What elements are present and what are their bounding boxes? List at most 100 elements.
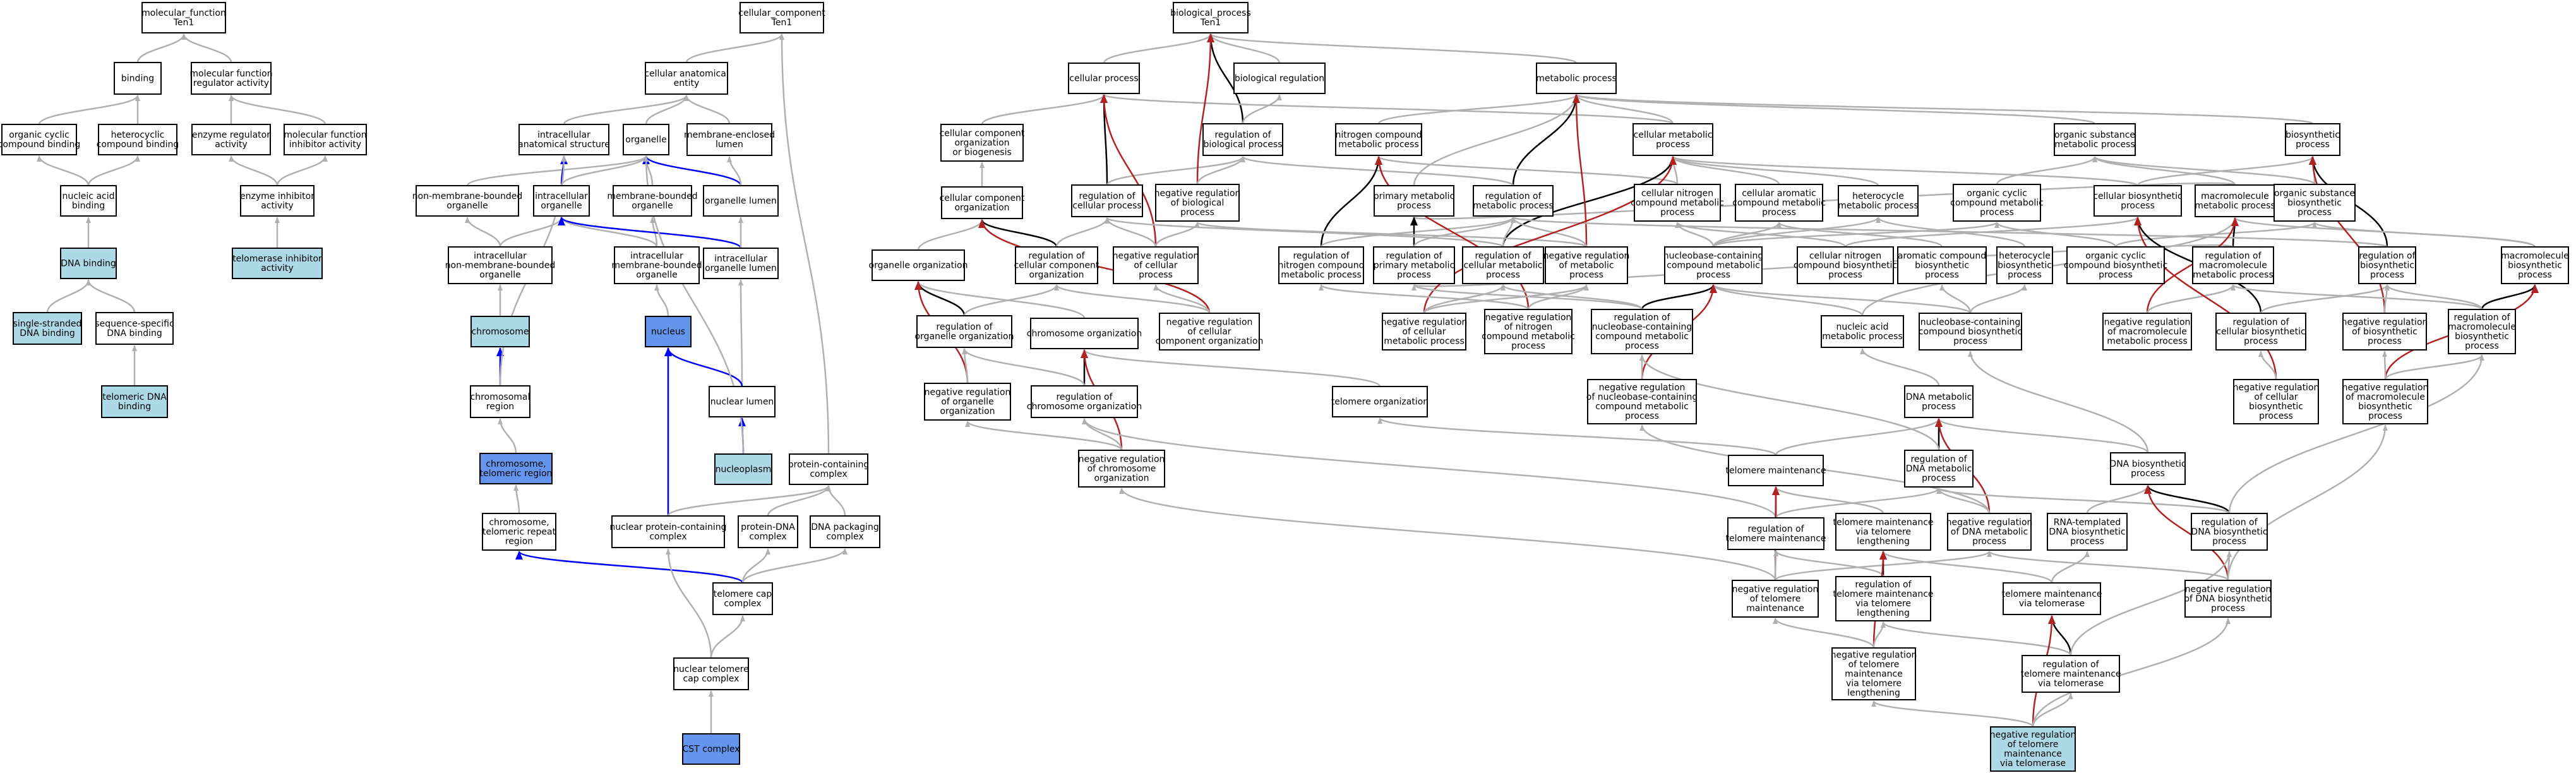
term-node-tm[interactable]: telomere maintenance xyxy=(1725,455,1826,486)
term-node-inmbo[interactable]: intracellularnon-membrane-boundedorganel… xyxy=(445,246,556,284)
term-node-binding[interactable]: binding xyxy=(114,62,162,95)
term-node-nl[interactable]: nuclear lumen xyxy=(709,386,776,417)
term-node-chrom[interactable]: chromosome xyxy=(470,316,530,347)
term-node-to[interactable]: telomere organization xyxy=(1331,386,1429,417)
term-node-ctr[interactable]: chromosome,telomeric region xyxy=(479,453,553,484)
term-node-cp[interactable]: cellular process xyxy=(1068,63,1140,94)
term-node-dnab[interactable]: DNA binding xyxy=(60,248,117,279)
term-node-br[interactable]: biological regulation xyxy=(1233,63,1326,94)
term-node-nucleus[interactable]: nucleus xyxy=(645,316,692,347)
term-node-cst[interactable]: CST complex xyxy=(682,733,740,765)
term-node-rmbsp[interactable]: regulation ofmacromoleculebiosyntheticpr… xyxy=(2448,309,2516,354)
term-node-org[interactable]: organelle xyxy=(623,124,669,155)
term-node-oo[interactable]: organelle organization xyxy=(869,249,968,281)
term-node-ol[interactable]: organelle lumen xyxy=(703,185,779,217)
term-node-co[interactable]: chromosome organization xyxy=(1027,318,1142,349)
term-node-rnccmp[interactable]: regulation ofnucleobase-containingcompou… xyxy=(1591,309,1693,354)
